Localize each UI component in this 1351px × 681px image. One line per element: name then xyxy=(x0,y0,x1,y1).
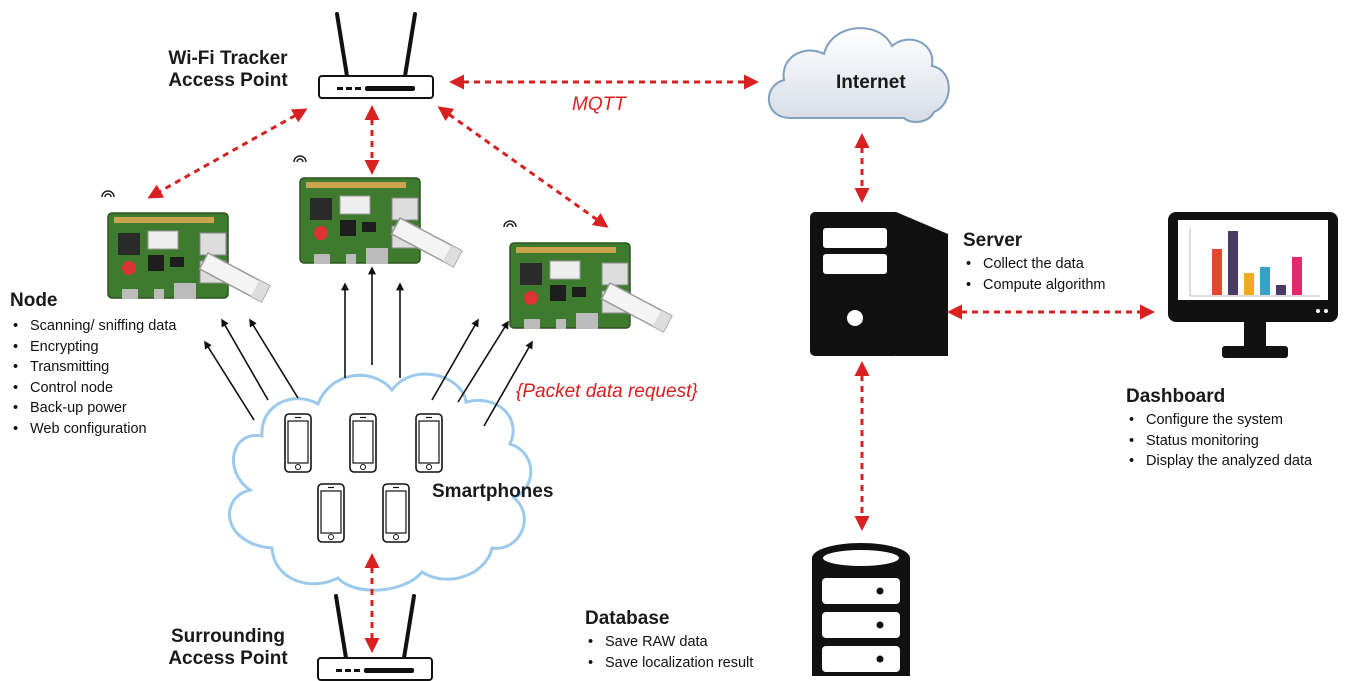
smartphone-icon-2 xyxy=(349,413,377,473)
smartphone-icon-4 xyxy=(317,483,345,543)
smartphone-icon-5 xyxy=(382,483,410,543)
dashboard-item: Display the analyzed data xyxy=(1126,451,1312,472)
node-item: Web configuration xyxy=(10,419,176,440)
pi-node-center-icon xyxy=(293,155,463,268)
dashboard-bar xyxy=(1260,267,1270,295)
surrounding-ap-title: Surrounding Access Point xyxy=(148,626,308,670)
node-item: Back-up power xyxy=(10,398,176,419)
dashboard-bar xyxy=(1276,285,1286,295)
database-list: Save RAW data Save localization result xyxy=(585,632,753,673)
dashboard-bar xyxy=(1228,231,1238,295)
database-item: Save localization result xyxy=(585,653,753,674)
surrounding-ap-title-line2: Access Point xyxy=(168,648,288,669)
database-item: Save RAW data xyxy=(585,632,753,653)
dashboard-item: Configure the system xyxy=(1126,410,1312,431)
packet-arrows xyxy=(204,266,533,427)
wifi-tracker-title: Wi-Fi Tracker Access Point xyxy=(148,48,308,92)
dashboard-bar xyxy=(1292,257,1302,295)
node-item: Control node xyxy=(10,378,176,399)
node-list: Scanning/ sniffing data Encrypting Trans… xyxy=(10,316,176,439)
smartphones-label: Smartphones xyxy=(432,481,554,502)
pi-node-right-icon xyxy=(503,220,673,333)
smartphone-icon-3 xyxy=(415,413,443,473)
router-node-left-arrow xyxy=(147,108,308,199)
wifi-tracker-title-line1: Wi-Fi Tracker xyxy=(168,48,288,69)
database-title: Database xyxy=(585,608,670,629)
smartphone-icon-1 xyxy=(284,413,312,473)
server-item: Compute algorithm xyxy=(963,275,1106,296)
node-title: Node xyxy=(10,290,58,311)
node-block: Node Scanning/ sniffing data Encrypting … xyxy=(10,290,176,439)
node-item: Scanning/ sniffing data xyxy=(10,316,176,337)
database-block: Database Save RAW data Save localization… xyxy=(585,608,753,673)
server-icon xyxy=(810,212,948,356)
dashboard-bar xyxy=(1244,273,1254,295)
node-item: Encrypting xyxy=(10,337,176,358)
dashboard-monitor-icon xyxy=(1168,212,1338,358)
internet-cloud-icon xyxy=(767,27,950,123)
dashboard-list: Configure the system Status monitoring D… xyxy=(1126,410,1312,472)
pi-node-left-icon xyxy=(101,190,271,303)
server-title: Server xyxy=(963,230,1023,251)
dashboard-bar xyxy=(1212,249,1222,295)
server-list: Collect the data Compute algorithm xyxy=(963,254,1106,295)
server-block: Server Collect the data Compute algorith… xyxy=(963,230,1106,295)
packet-request-label: {Packet data request} xyxy=(516,381,698,402)
mqtt-label: MQTT xyxy=(572,94,626,115)
dashboard-block: Dashboard Configure the system Status mo… xyxy=(1126,386,1312,472)
router-node-right-arrow xyxy=(437,106,609,228)
dashboard-title: Dashboard xyxy=(1126,386,1226,407)
wifi-tracker-title-line2: Access Point xyxy=(168,70,288,91)
red-links xyxy=(147,74,1155,653)
wifi-tracker-router-icon xyxy=(317,12,435,100)
server-item: Collect the data xyxy=(963,254,1106,275)
database-icon xyxy=(812,543,910,676)
internet-label: Internet xyxy=(836,72,906,93)
node-item: Transmitting xyxy=(10,357,176,378)
surrounding-ap-title-line1: Surrounding xyxy=(171,626,285,647)
dashboard-item: Status monitoring xyxy=(1126,431,1312,452)
surrounding-router-icon xyxy=(316,594,434,681)
